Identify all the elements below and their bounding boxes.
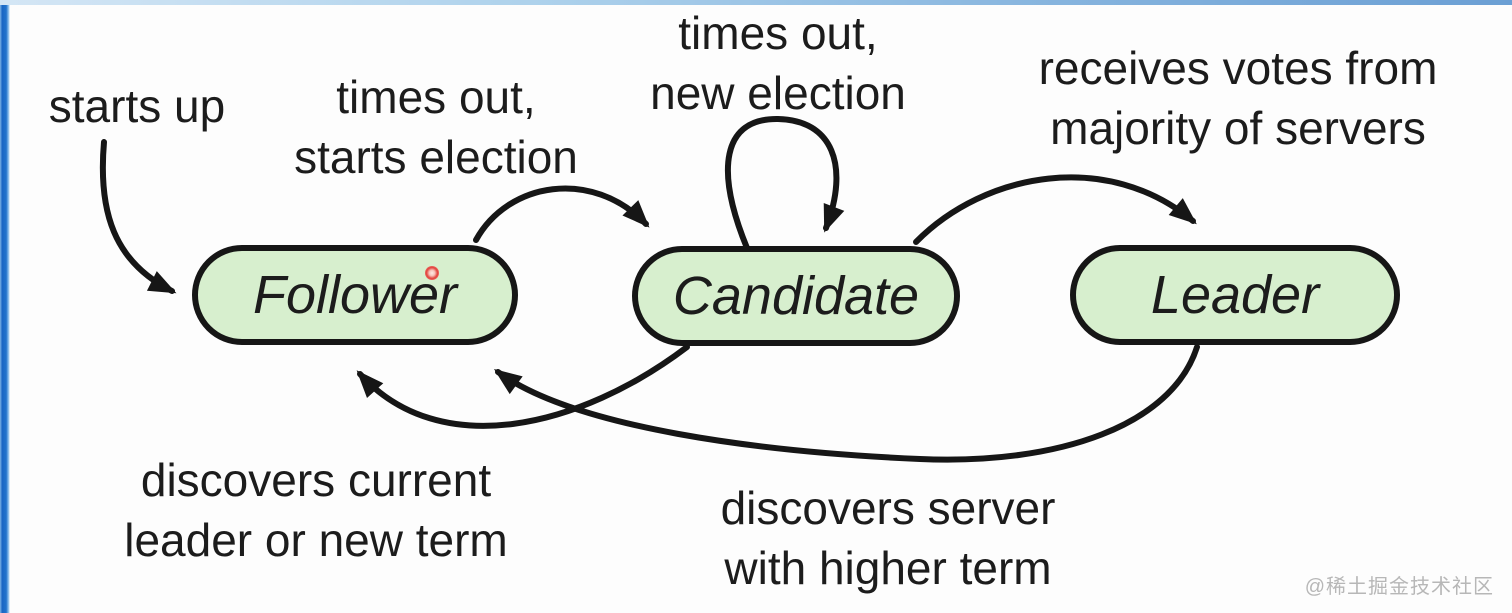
arrow-starts-up: [99, 139, 177, 294]
arrow-candidate-to-follower: [356, 344, 690, 429]
window-top-border: [0, 0, 1512, 5]
arrow-candidate-to-leader: [913, 174, 1197, 245]
watermark-text: @稀土掘金技术社区: [1304, 576, 1494, 598]
state-label-leader: Leader: [1150, 265, 1320, 325]
transition-label-receives-votes: receives votes from majority of servers: [1038, 42, 1438, 154]
state-node-follower: Follower: [192, 245, 518, 345]
state-label-candidate: Candidate: [672, 266, 920, 326]
red-cursor-dot: [425, 266, 439, 280]
state-node-candidate: Candidate: [632, 246, 960, 346]
state-label-follower: Follower: [252, 265, 458, 325]
transition-label-discovers-higher-term: discovers server with higher term: [720, 482, 1056, 594]
transition-label-discovers-current-leader: discovers current leader or new term: [124, 454, 508, 566]
window-left-border: [0, 0, 10, 613]
arrow-follower-to-candidate: [473, 185, 650, 243]
transition-label-times-out-new-election: times out, new election: [650, 7, 906, 119]
arrow-candidate-self-loop: [725, 115, 845, 251]
state-node-leader: Leader: [1070, 245, 1400, 345]
arrow-leader-to-follower: [493, 344, 1200, 463]
transition-label-starts-up: starts up: [48, 80, 226, 132]
transition-label-times-out-starts-election: times out, starts election: [294, 71, 578, 183]
